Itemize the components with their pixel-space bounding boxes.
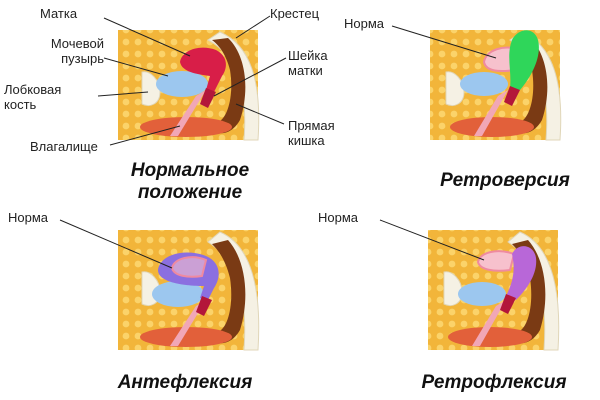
label-cervix: Шейка матки — [288, 48, 328, 78]
vagina — [170, 90, 206, 136]
cervix — [200, 88, 216, 108]
perineum — [140, 117, 232, 137]
caption-retroflexion: Ретрофлексия — [421, 372, 567, 393]
panel-retroversion — [391, 25, 562, 141]
leader-pubic-bone — [97, 91, 149, 97]
caption-anteflexion: Антефлексия — [117, 372, 253, 393]
caption-normal-position: Нормальное положение — [130, 160, 250, 203]
leader-bladder — [103, 57, 169, 77]
uterus-normal-outline — [476, 250, 516, 272]
label-pubic-bone: Лобковая кость — [4, 82, 62, 112]
pubic-bone — [445, 71, 465, 106]
rectum — [212, 240, 246, 344]
perineum — [448, 327, 532, 347]
label-sacrum: Крестец — [270, 6, 320, 21]
panel-retroflexion — [379, 219, 560, 351]
perineum — [450, 117, 534, 137]
uterus-retroflexed — [506, 246, 537, 300]
leader-rectum — [235, 103, 285, 125]
label-rectum: Прямая кишка — [288, 118, 335, 148]
leader-cervix — [213, 57, 287, 97]
label-uterus: Матка — [40, 6, 78, 21]
bladder — [152, 281, 204, 307]
label-norm-retroflexion: Норма — [318, 210, 359, 225]
cervix — [196, 296, 212, 316]
pubic-bone — [141, 71, 161, 106]
label-bladder: Мочевой пузырь — [50, 36, 104, 66]
panel-anteflexion — [59, 219, 260, 351]
cervix — [504, 86, 520, 106]
bladder — [458, 282, 506, 306]
panel-normal-position — [97, 15, 287, 146]
rectum — [512, 240, 546, 344]
uterus-normal-outline — [170, 256, 208, 278]
leader-sacrum — [235, 15, 271, 39]
cervix — [500, 294, 516, 314]
leader-norm — [379, 219, 485, 261]
uterus — [180, 47, 226, 92]
rectum — [514, 38, 548, 134]
caption-retroversion: Ретроверсия — [440, 170, 570, 191]
label-norm-retroversion: Норма — [344, 16, 385, 31]
leader-norm — [391, 25, 497, 59]
bladder — [156, 71, 208, 97]
uterus-retroverted — [509, 30, 539, 90]
vagina — [472, 300, 506, 346]
vagina — [474, 90, 508, 136]
leader-uterus — [103, 17, 191, 57]
leader-vagina — [109, 125, 181, 146]
label-norm-anteflexion: Норма — [8, 210, 49, 225]
bladder — [460, 72, 508, 96]
leader-norm — [59, 219, 173, 269]
rectum — [212, 38, 246, 134]
perineum — [140, 327, 232, 347]
label-vagina: Влагалище — [30, 139, 98, 154]
